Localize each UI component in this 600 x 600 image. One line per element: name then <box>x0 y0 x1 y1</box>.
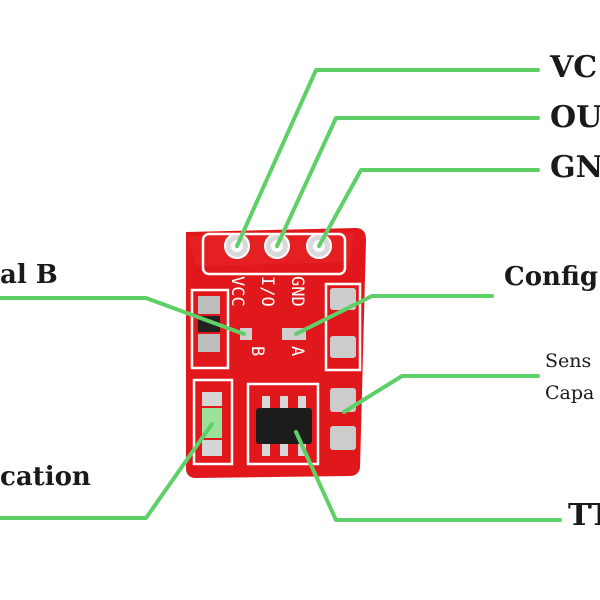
leader-sensor <box>342 374 540 414</box>
label-out: OU <box>550 100 600 135</box>
silk-b: B <box>247 346 267 356</box>
leader-out <box>275 116 540 248</box>
leader-vcc <box>235 68 540 248</box>
leader-gnd <box>317 168 540 248</box>
smd-components <box>198 296 222 456</box>
leader-pad-b <box>0 296 246 336</box>
label-gnd: GN <box>550 150 600 185</box>
silk-a: A <box>287 346 307 356</box>
silkscreen-text: VCC I/O GND B A <box>227 276 307 356</box>
silk-io: I/O <box>257 276 277 307</box>
label-config: Config <box>504 262 599 292</box>
silk-gnd: GND <box>287 276 307 307</box>
label-indication: cation <box>0 462 91 492</box>
leader-ttp <box>294 430 562 522</box>
label-sensor-line1: Sens <box>545 350 592 372</box>
label-ttp: TT <box>568 498 600 533</box>
label-sensor-line2: Capa <box>545 382 595 404</box>
leader-config <box>294 294 494 336</box>
label-pad-b: al B <box>0 260 58 290</box>
leader-lines <box>0 68 562 522</box>
silk-vcc: VCC <box>227 276 247 307</box>
leader-indication <box>0 422 214 520</box>
right-pads <box>330 288 356 450</box>
label-vcc: VC <box>550 50 598 85</box>
